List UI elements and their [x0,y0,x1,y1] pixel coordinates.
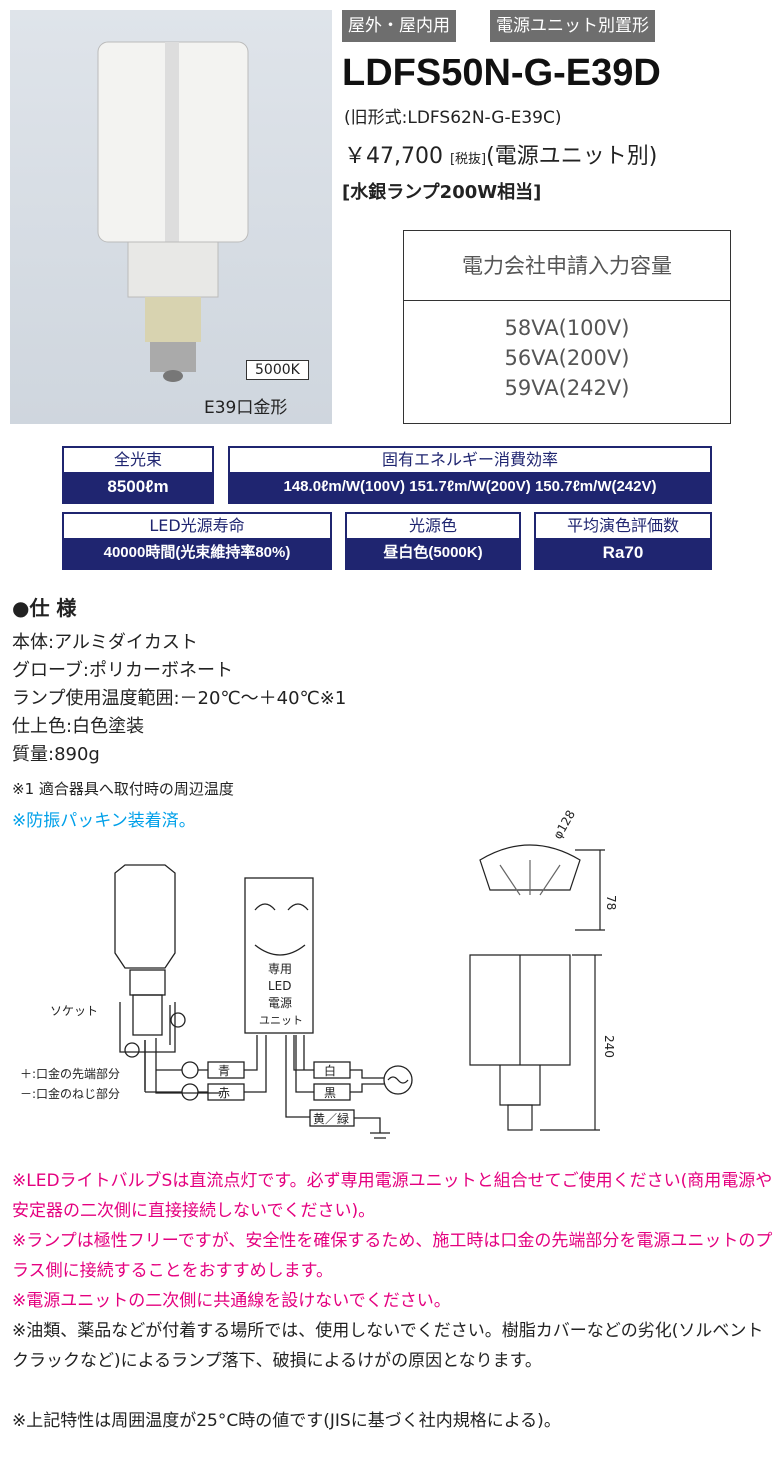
spec-label: 平均演色評価数 [536,514,710,538]
spec-value: 148.0ℓm/W(100V) 151.7ℓm/W(200V) 150.7ℓm/… [230,472,710,502]
note-temperature: ※上記特性は周囲温度が25°C時の値です(JISに基づく社内規格による)。 [12,1411,561,1431]
spec-label: 固有エネルギー消費効率 [230,448,710,472]
lamp-outline [114,864,176,969]
color-temp-badge: 5000K [246,360,309,380]
note-common-line: ※電源ユニットの二次側に共通線を設けないでください。 [12,1291,451,1311]
price: ￥47,700 [税抜](電源ユニット別) [344,138,657,170]
tag-outdoor-indoor: 屋外・屋内用 [342,10,456,42]
socket-label: ソケット [50,1004,98,1018]
old-model: (旧形式:LDFS62N-G-E39C) [344,108,562,128]
wiring-diagram: 専用 LED 電源 ユニット ソケット ＋:口金の先端部分 －:口金のねじ部分 … [20,864,413,1139]
power-unit [244,877,314,1034]
unit-label-4: ユニット [259,1014,303,1027]
diameter-label: φ128 [550,810,578,842]
spec-label: 光源色 [347,514,519,538]
price-value: ￥47,700 [344,144,443,169]
wire-red: 赤 [218,1086,230,1100]
model-number: LDFS50N-G-E39D [342,52,661,94]
specs-title: ●仕 様 [12,596,77,620]
capacity-title: 電力会社申請入力容量 [404,231,730,301]
vibration-note: ※防振パッキン装着済。 [12,811,196,831]
height-top-label: 78 [604,895,618,910]
wire-white: 白 [324,1063,336,1078]
price-tax: [税抜] [449,152,487,167]
note-oil: ※油類、薬品などが付着する場所では、使用しないでください。樹脂カバーなどの劣化(… [12,1321,764,1371]
spec-value: 8500ℓm [64,472,212,502]
spec-value: 40000時間(光束維持率80%) [64,538,330,568]
spec-label: 全光束 [64,448,212,472]
height-total-label: 240 [602,1035,616,1058]
capacity-box: 電力会社申請入力容量 58VA(100V) 56VA(200V) 59VA(24… [403,230,731,424]
wire-black: 黒 [324,1086,336,1100]
spec-line: 仕上色:白色塗装 [12,716,145,737]
spec-value: Ra70 [536,538,710,568]
note-polarity: ※ランプは極性フリーですが、安全性を確保するため、施工時は口金の先端部分を電源ユ… [12,1231,773,1281]
spec-label: LED光源寿命 [64,514,330,538]
product-photo: 5000K E39口金形 [10,10,332,424]
capacity-200v: 56VA(200V) [504,346,630,370]
unit-label-3: 電源 [268,996,292,1010]
spec-line: ランプ使用温度範囲:－20℃～＋40℃※1 [12,688,347,709]
spec-light-color: 光源色昼白色(5000K) [345,512,521,570]
spec-value: 昼白色(5000K) [347,538,519,568]
capacity-242v: 59VA(242V) [504,376,630,400]
spec-line: 本体:アルミダイカスト [12,632,198,653]
price-note: (電源ユニット別) [486,144,658,169]
plus-legend: ＋:口金の先端部分 [20,1066,120,1081]
minus-legend: －:口金のねじ部分 [20,1086,120,1101]
tag-separate-power-unit: 電源ユニット別置形 [490,10,655,42]
spec-line: 質量:890g [12,744,100,765]
dimension-drawing: φ128 78 240 [469,810,618,1131]
capacity-100v: 58VA(100V) [504,316,630,340]
equivalent: [水銀ランプ200W相当] [342,182,542,203]
wire-blue: 青 [218,1064,230,1078]
unit-label-1: 専用 [268,962,292,976]
spec-line: グローブ:ポリカーボネート [12,660,233,681]
base-label: E39口金形 [204,398,288,418]
lamp-image [97,41,249,382]
note-dc: ※LEDライトバルブSは直流点灯です。必ず専用電源ユニットと組合せてご使用くださ… [12,1171,773,1221]
spec-footnote: ※1 適合器具へ取付時の周辺温度 [12,780,234,798]
unit-label-2: LED [268,979,292,993]
wire-ground: 黄／緑 [313,1111,349,1126]
